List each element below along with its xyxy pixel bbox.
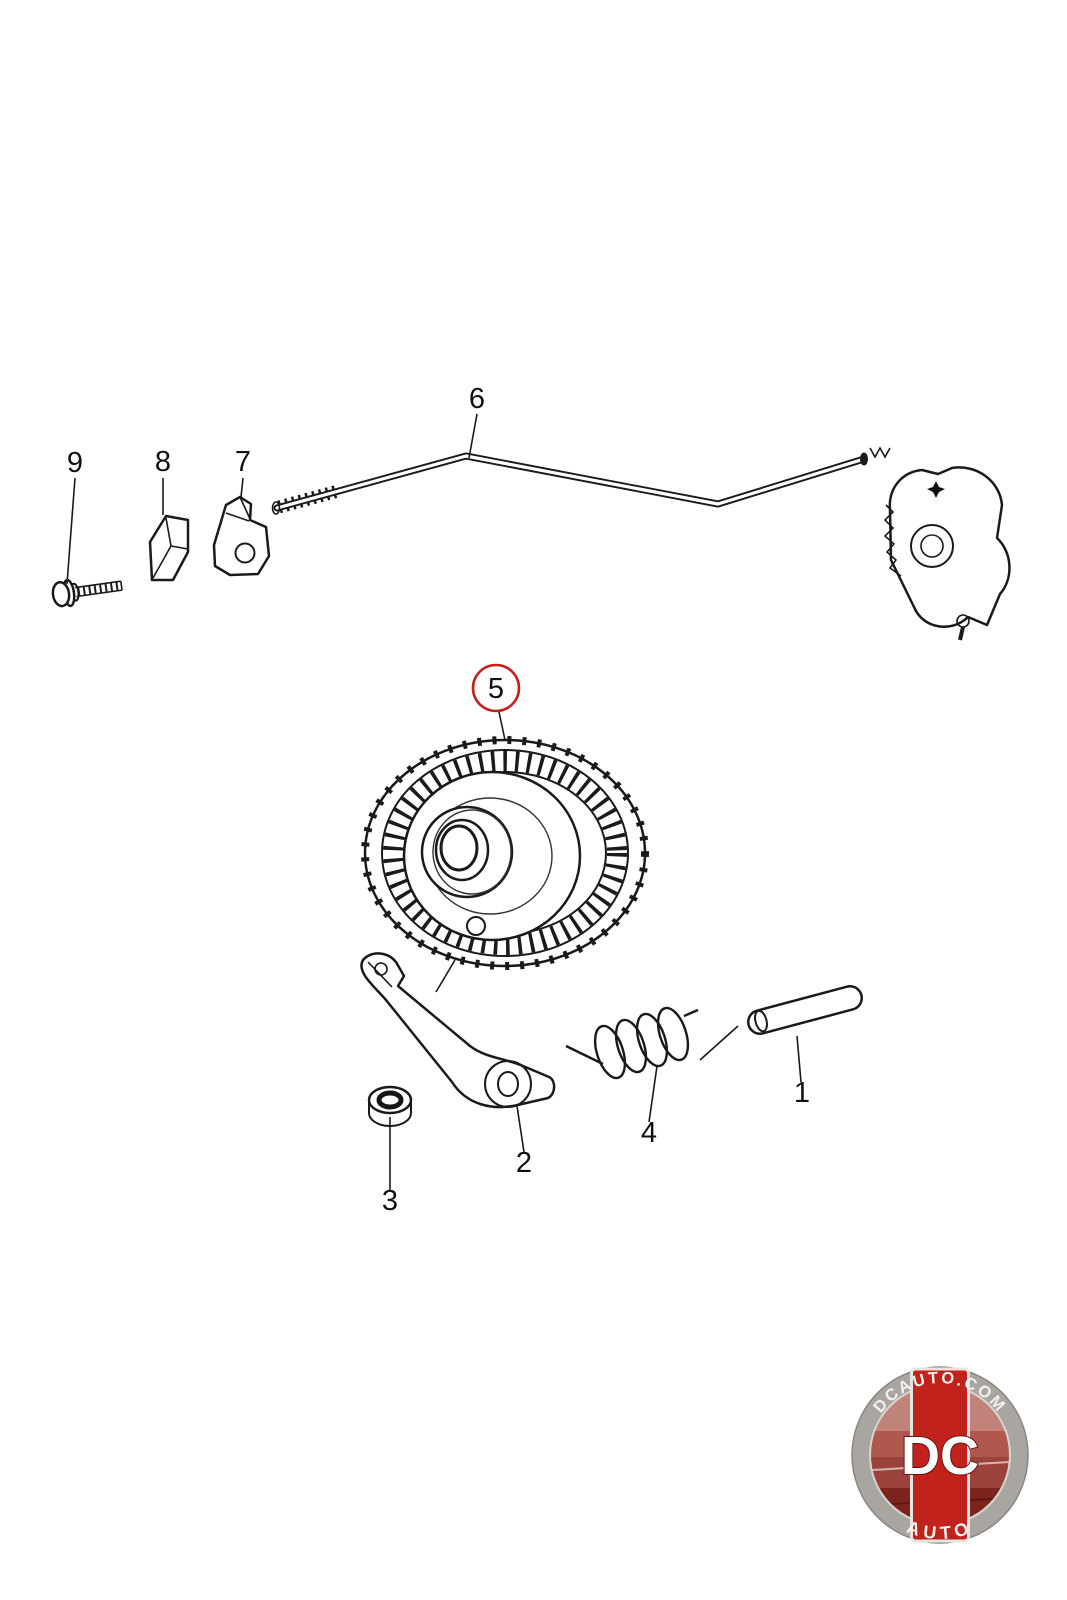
part-label-8[interactable]: 8 xyxy=(155,446,171,478)
mounting-plate-drawing xyxy=(883,466,1011,641)
part-5-gear-drawing xyxy=(361,736,649,993)
part-9-bolt-drawing xyxy=(51,578,123,608)
part-6-rod-drawing xyxy=(271,446,891,515)
part-label-3[interactable]: 3 xyxy=(382,1185,398,1217)
part-label-2[interactable]: 2 xyxy=(516,1147,532,1179)
part-label-5[interactable]: 5 xyxy=(488,673,504,705)
part-3-nut-drawing xyxy=(367,1085,413,1127)
part-8-clip-drawing xyxy=(148,514,190,582)
highlight-circle xyxy=(471,663,521,713)
part-label-6[interactable]: 6 xyxy=(469,383,485,415)
part-2-lever-drawing xyxy=(360,952,556,1109)
leader-lines xyxy=(66,413,802,1190)
part-4-spring-drawing xyxy=(565,1006,739,1080)
part-label-4[interactable]: 4 xyxy=(641,1117,657,1149)
dcauto-logo-badge: DCAUTO.COM DC AUTO xyxy=(851,1366,1029,1544)
part-label-9[interactable]: 9 xyxy=(67,447,83,479)
part-1-pin-drawing xyxy=(747,985,863,1035)
badge-red-ribbon xyxy=(910,1367,970,1543)
part-labels: 9 8 7 6 5 1 2 3 4 xyxy=(67,383,810,1217)
part-label-1[interactable]: 1 xyxy=(794,1077,810,1109)
badge-initials: DC xyxy=(901,1426,979,1486)
part-7-bracket-drawing xyxy=(212,495,271,577)
part-label-7[interactable]: 7 xyxy=(235,446,251,478)
